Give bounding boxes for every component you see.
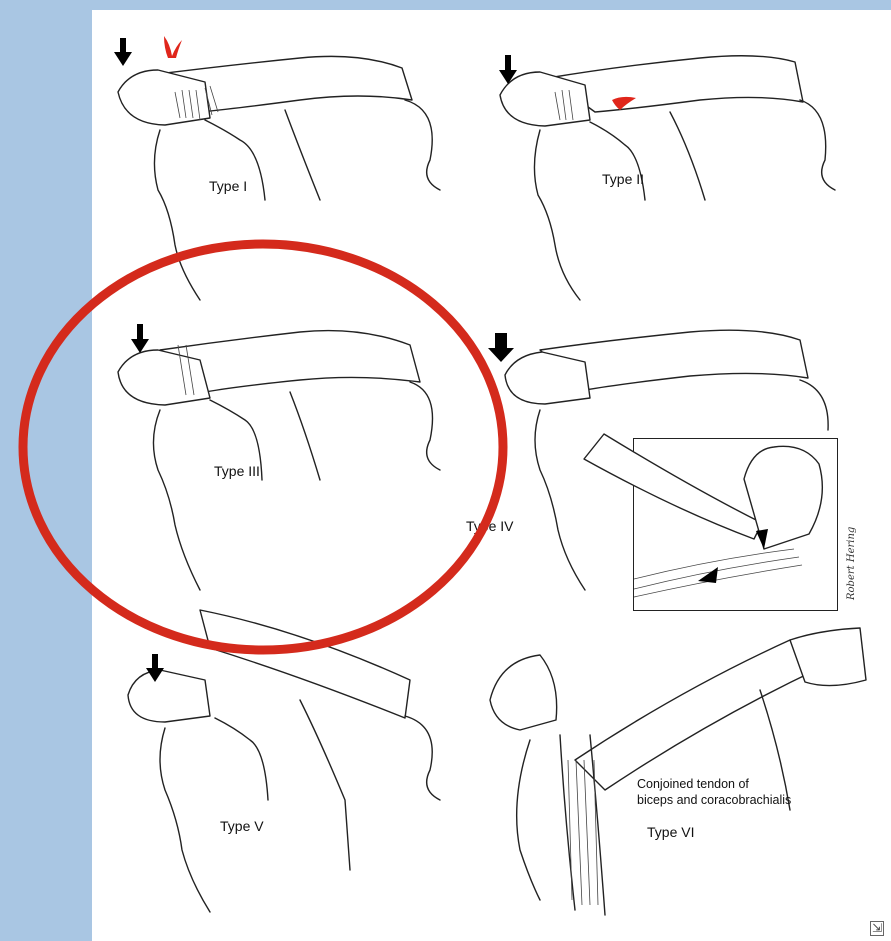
artist-signature: Robert Hering	[846, 527, 857, 600]
type-4-inset	[633, 438, 838, 611]
resize-icon[interactable]: ⇲	[870, 921, 884, 936]
type-4-inset-drawing	[634, 439, 837, 610]
